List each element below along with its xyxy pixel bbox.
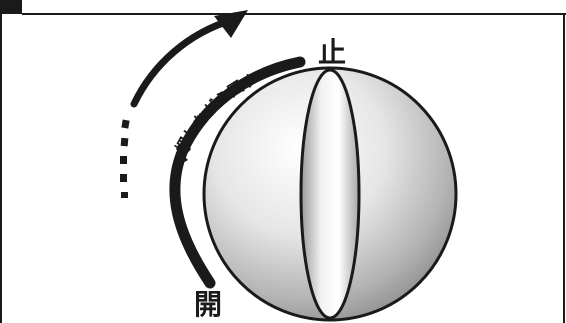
knob xyxy=(202,66,458,322)
stop-label: 止 xyxy=(318,36,346,69)
small-arrow-icon xyxy=(174,147,192,168)
header-tab xyxy=(0,0,22,14)
knob-grip xyxy=(299,68,361,320)
rotation-arrow-dots xyxy=(120,119,130,198)
guide-arc xyxy=(169,56,306,289)
rotation-arrow-icon xyxy=(120,10,248,198)
open-label: 開 xyxy=(194,288,222,321)
